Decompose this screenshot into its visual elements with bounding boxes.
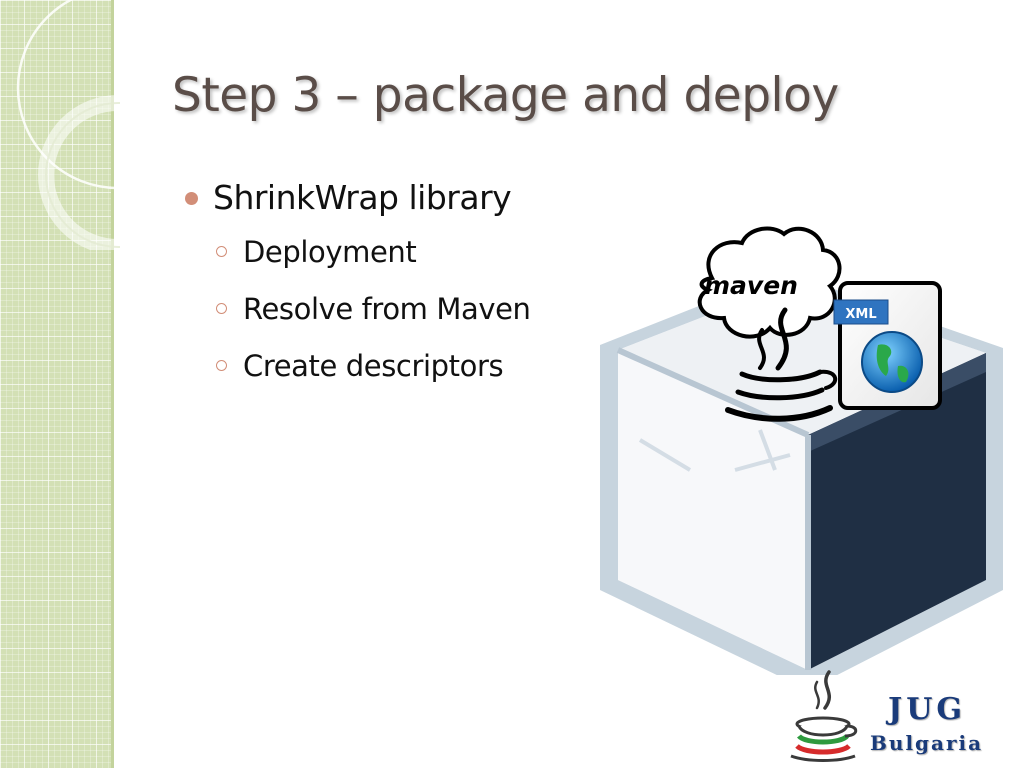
bullet-dot-icon [185, 192, 198, 205]
sub-bullet-item: Create descriptors [185, 338, 531, 395]
maven-logo-text: maven [704, 271, 798, 300]
xml-document-icon: XML [833, 281, 942, 410]
logo-subtitle: Bulgaria [870, 731, 984, 755]
decorative-circles [16, 0, 120, 250]
slide-title: Step 3 – package and deploy [172, 68, 839, 123]
xml-badge: XML [845, 307, 876, 322]
sub-bullet-text: Create descriptors [243, 349, 504, 383]
bullet-ring-icon [216, 303, 227, 314]
bullet-ring-icon [216, 360, 227, 371]
sub-bullet-item: Resolve from Maven [185, 281, 531, 338]
java-coffee-icon [725, 307, 837, 422]
bullet-ring-icon [216, 246, 227, 257]
sidebar-edge [111, 0, 114, 768]
bullet-list: ShrinkWrap library Deployment Resolve fr… [185, 172, 531, 395]
logo-title: JUG [888, 692, 966, 727]
jug-bulgaria-logo-icon [790, 670, 858, 762]
maven-cloud-icon: maven [697, 226, 842, 339]
sub-bullet-text: Deployment [243, 235, 417, 269]
shrinkwrap-illustration: maven XML [600, 226, 1003, 675]
bullet-text: ShrinkWrap library [213, 178, 512, 217]
bullet-item: ShrinkWrap library [185, 172, 531, 224]
sub-bullet-text: Resolve from Maven [243, 292, 531, 326]
sub-bullet-item: Deployment [185, 224, 531, 281]
